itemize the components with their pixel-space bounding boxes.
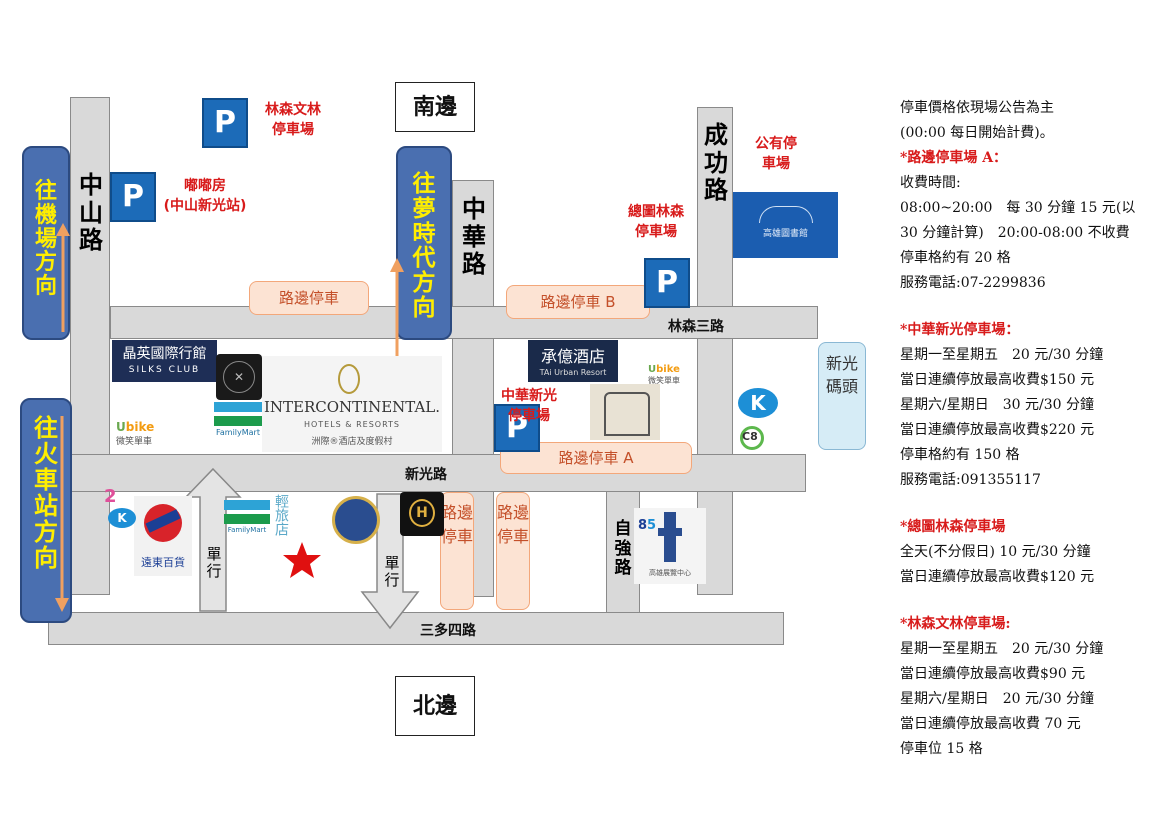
- info-wenlin-line: 星期六/星期日 20 元/30 分鐘: [900, 691, 1094, 707]
- info-wenlin-line: 當日連續停放最高收費$90 元: [900, 666, 1086, 682]
- xinguang-road-label: 新光路: [405, 467, 447, 483]
- info-zhonghua-line: 服務電話:091355117: [900, 472, 1041, 488]
- xinguang-pier: [818, 342, 866, 450]
- lot-label-public: 公有停車場: [755, 136, 797, 173]
- dark-round-logo-icon: ✕: [216, 354, 262, 400]
- p-sign-linsen-wenlin-icon: P: [202, 98, 248, 148]
- exhibition-tower-logo: 85 高雄展覽中心: [634, 508, 706, 584]
- lot-label-linsen-wenlin: 林森文林停車場: [265, 102, 321, 139]
- info-a-line: 08:00~20:00 每 30 分鐘 15 元(以: [900, 200, 1136, 216]
- north-compass: 北邊: [395, 676, 475, 736]
- linsen3-road: [110, 306, 818, 339]
- c8-station-logo: C8: [736, 424, 780, 452]
- street-parking-vertical-2: 路邊停車: [496, 492, 530, 610]
- sanduo4-road-label: 三多四路: [420, 623, 476, 639]
- street-parking-top-left: 路邊停車: [249, 281, 369, 315]
- intercontinental-logo: INTERCONTINENTAL. HOTELS & RESORTS 洲際®酒店…: [262, 356, 442, 452]
- lot-label-zongtu-linsen: 總圖林森停車場: [628, 204, 684, 241]
- xinguang-pier-label: 新光碼頭: [825, 354, 858, 397]
- info-zongtu-line: 當日連續停放最高收費$120 元: [900, 569, 1095, 585]
- info-a-line: 收費時間:: [900, 175, 961, 191]
- ubike-logo-2: Ubike 微笑單車: [648, 364, 680, 385]
- dream-mall-direction-text: 往夢時代方向: [412, 171, 436, 322]
- info-wenlin-line: 停車位 15 格: [900, 741, 983, 757]
- parking-info-panel: 停車價格依現場公告為主 (00:00 每日開始計費)。 *路邊停車場 A： 收費…: [900, 96, 1162, 762]
- silks-club-logo: 晶英國際行館 SILKS CLUB: [112, 340, 217, 382]
- lot-label-dudufang: 嘟嘟房(中山新光站): [163, 178, 247, 215]
- street-parking-vertical-1: 路邊停車: [440, 492, 474, 610]
- info-wenlin-title: *林森文林停車場:: [900, 616, 1011, 632]
- zigiang-road-label: 自強路: [614, 519, 632, 579]
- zhonghua-road-label: 中華路: [462, 195, 486, 279]
- library-building-logo: [590, 384, 660, 440]
- library-blue-logo: 高雄圖書館: [733, 192, 838, 258]
- red-star-icon: [283, 542, 321, 578]
- p-sign-dudufang-icon: P: [110, 172, 156, 222]
- info-a-line: 30 分鐘計算) 20:00-08:00 不收費: [900, 225, 1130, 241]
- tai-urban-resort-logo: 承億酒店 TAi Urban Resort: [528, 340, 618, 382]
- info-general-1: 停車價格依現場公告為主: [900, 100, 1054, 116]
- airport-direction-text: 往機場方向: [34, 179, 57, 299]
- familymart-logo: FamilyMart: [214, 402, 262, 450]
- info-zhonghua-line: 星期六/星期日 30 元/30 分鐘: [900, 397, 1094, 413]
- south-compass: 南邊: [395, 82, 475, 132]
- info-zhonghua-line: 當日連續停放最高收費$150 元: [900, 372, 1095, 388]
- ubike-logo: Ubike 微笑單車: [116, 420, 155, 447]
- one-way-right-label: 單行: [384, 554, 400, 590]
- sanduo4-road: [48, 612, 784, 645]
- info-zongtu-title: *總圖林森停車場: [900, 519, 1006, 535]
- dream-mall-arrow-icon: [390, 258, 404, 370]
- lot-label-zhonghua-xinguang: 中華新光停車場: [501, 388, 557, 425]
- familymart-logo-2: FamilyMart: [224, 500, 270, 544]
- info-zhonghua-title: *中華新光停車場：: [900, 322, 1020, 338]
- zhongshan-road: [70, 97, 110, 595]
- black-h-logo-icon: H: [400, 492, 444, 536]
- light-rail-k-logo-icon: K: [732, 384, 786, 424]
- fareast-department-store-logo: 遠東百貨: [134, 496, 192, 576]
- station-direction-text: 往火車站方向: [34, 414, 58, 572]
- airport-arrow-icon: [56, 223, 70, 332]
- street-parking-b: 路邊停車 B: [506, 285, 650, 319]
- info-wenlin-line: 當日連續停放最高收費 70 元: [900, 716, 1081, 732]
- one-way-left-label: 單行: [206, 545, 222, 581]
- p-sign-zhonghua-xinguang-icon: P: [494, 404, 540, 452]
- info-wenlin-line: 星期一至星期五 20 元/30 分鐘: [900, 641, 1104, 657]
- linsen3-road-label: 林森三路: [668, 319, 724, 335]
- info-zongtu-line: 全天(不分假日) 10 元/30 分鐘: [900, 544, 1091, 560]
- round-seal-logo-icon: [332, 496, 380, 544]
- info-zhonghua-line: 停車格約有 150 格: [900, 447, 1020, 463]
- dream-mall-direction-box: [396, 146, 452, 340]
- zhongshan-road-label: 中山路: [79, 171, 103, 255]
- station-arrow-icon: [55, 416, 69, 612]
- light-hotel-logo: 輕旅店: [273, 494, 289, 536]
- info-general-2: (00:00 每日開始計費)。: [900, 125, 1054, 141]
- info-a-title: *路邊停車場 A：: [900, 150, 1008, 166]
- chenggong-road: [697, 107, 733, 595]
- chenggong-road-label: 成功路: [704, 121, 728, 205]
- info-a-line: 服務電話:07-2299836: [900, 275, 1046, 291]
- info-zhonghua-line: 星期一至星期五 20 元/30 分鐘: [900, 347, 1104, 363]
- info-a-line: 停車格約有 20 格: [900, 250, 1011, 266]
- p-sign-zongtu-linsen-icon: P: [644, 258, 690, 308]
- info-zhonghua-line: 當日連續停放最高收費$220 元: [900, 422, 1095, 438]
- k-line-2-logo-icon: 2 K: [104, 486, 140, 534]
